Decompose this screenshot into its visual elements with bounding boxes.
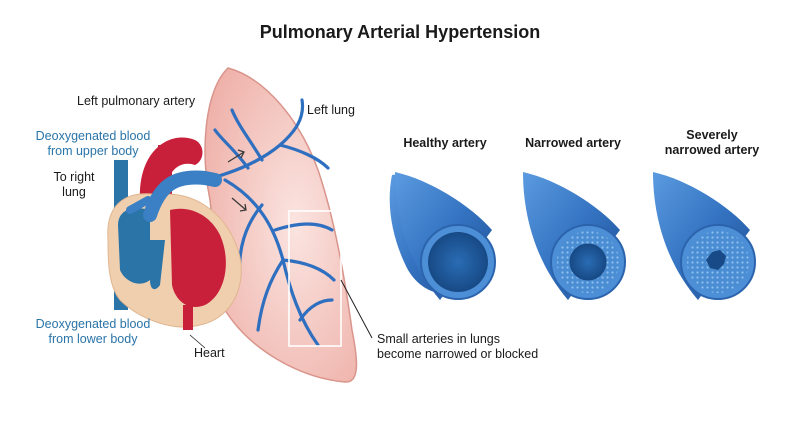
label-deoxy-lower-line1: Deoxygenated blood (35, 317, 151, 331)
label-deoxy-lower: Deoxygenated blood from lower body (34, 317, 152, 347)
label-left-pulmonary-artery: Left pulmonary artery (77, 94, 196, 108)
flow-arrows (227, 149, 247, 212)
label-deoxy-upper: Deoxygenated blood from upper body (34, 129, 152, 159)
healthy-artery-illustration (389, 172, 496, 300)
label-to-right-lung-line2: lung (62, 185, 86, 199)
label-deoxy-upper-line2: from upper body (47, 144, 139, 158)
heading-severe-line2: narrowed artery (664, 143, 760, 157)
label-small-arteries-line2: become narrowed or blocked (377, 347, 539, 361)
heading-severely-narrowed-artery: Severely narrowed artery (652, 128, 772, 158)
heading-narrowed-artery: Narrowed artery (525, 136, 621, 150)
label-small-arteries-line1: Small arteries in lungs (377, 332, 500, 346)
narrowed-artery-illustration (523, 172, 626, 300)
diagram-title: Pulmonary Arterial Hypertension (259, 22, 541, 42)
label-heart: Heart (194, 346, 225, 360)
highlight-box (288, 210, 342, 347)
heading-healthy-artery: Healthy artery (403, 136, 487, 150)
severely-narrowed-artery-illustration (653, 172, 756, 300)
label-small-arteries: Small arteries in lungs become narrowed … (377, 332, 538, 362)
heart (107, 137, 242, 330)
label-to-right-lung: To right lung (48, 170, 100, 200)
label-to-right-lung-line1: To right (53, 170, 95, 184)
heading-severe-line1: Severely (686, 128, 738, 142)
label-left-lung: Left lung (307, 103, 355, 117)
label-deoxy-upper-line1: Deoxygenated blood (35, 129, 151, 143)
label-deoxy-lower-line2: from lower body (48, 332, 138, 346)
